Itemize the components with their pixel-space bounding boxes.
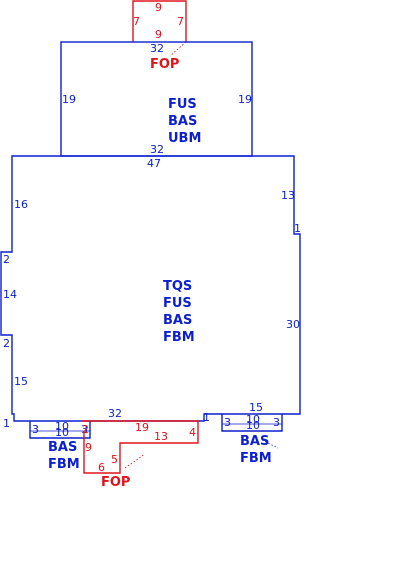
top-porch-outline: [132, 0, 187, 42]
top-porch-dim-left: 7: [133, 15, 140, 28]
left-bump-code-1: BAS: [48, 440, 77, 455]
upper-block-dim-left: 19: [62, 93, 76, 106]
right-bump-dim-right: 3: [273, 416, 280, 429]
bottom-porch-dim-step: 5: [111, 453, 118, 466]
main-block-dim-bottom-right-a: 15: [249, 401, 263, 414]
right-bump-code-1: BAS: [240, 434, 269, 449]
bottom-porch-dim-left: 9: [85, 441, 92, 454]
upper-block-code-3: UBM: [168, 131, 201, 146]
main-block-dim-top: 47: [147, 157, 161, 170]
main-block: 47 13 1 30 16 2 14 2 15 1 32 15 1 TQS FU…: [0, 155, 301, 430]
main-block-dim-left-mid: 14: [3, 288, 17, 301]
upper-block-code-2: BAS: [168, 114, 197, 129]
top-porch-label: FOP: [150, 57, 179, 72]
main-block-dim-bottom: 32: [108, 407, 122, 420]
main-block-dim-left-jog-a: 2: [3, 253, 10, 266]
main-block-dim-left-lower: 15: [14, 375, 28, 388]
bottom-porch: 2 19 4 13 9 5 6 FOP: [82, 420, 199, 490]
main-block-code-1: TQS: [163, 279, 192, 294]
bottom-porch-label: FOP: [101, 475, 130, 490]
left-bump-dim-top: 10: [55, 420, 69, 433]
bottom-porch-dim-top: 19: [135, 421, 149, 434]
main-block-code-3: BAS: [163, 313, 192, 328]
right-bump-code-2: FBM: [240, 451, 272, 466]
main-block-dim-right-jog: 1: [294, 222, 301, 235]
top-porch-dim-top: 9: [155, 1, 162, 14]
right-bump-dim-left: 3: [224, 416, 231, 429]
right-bump-dim-top: 10: [246, 413, 260, 426]
right-bump-leader: [261, 439, 279, 449]
top-porch-dim-right: 7: [177, 15, 184, 28]
bottom-porch-dim-bottom: 6: [98, 461, 105, 474]
main-block-code-2: FUS: [163, 296, 192, 311]
upper-block-code-1: FUS: [168, 97, 197, 112]
bottom-porch-dim-inner: 13: [154, 430, 168, 443]
bottom-porch-leader: [124, 453, 146, 469]
upper-block-dim-top: 32: [150, 42, 164, 55]
main-block-dim-bottom-left-jog: 1: [3, 417, 10, 430]
bottom-porch-dim-right: 4: [189, 426, 196, 439]
left-bump-dim-bottom: 10: [55, 426, 69, 439]
upper-block-dim-right: 19: [238, 93, 252, 106]
left-bump-dim-left: 3: [32, 423, 39, 436]
top-porch-leader: [169, 41, 187, 57]
left-bump-code-2: FBM: [48, 457, 80, 472]
left-bump-dim-right: 3: [81, 423, 88, 436]
main-block-dim-right: 30: [286, 318, 300, 331]
right-bump-outline: [221, 414, 283, 432]
left-bump-outline: [29, 421, 91, 439]
bottom-porch-dim-notch: 2: [82, 423, 89, 436]
top-porch-dim-bottom: 9: [155, 28, 162, 41]
main-block-dim-right-upper: 13: [281, 189, 295, 202]
main-block-dim-left-upper: 16: [14, 198, 28, 211]
bottom-porch-outline: [82, 420, 199, 474]
top-porch: 9 7 7 9 FOP: [132, 0, 187, 72]
right-bump-dim-bottom: 10: [246, 419, 260, 432]
left-bump: 3 10 10 3 BAS FBM: [29, 420, 91, 472]
right-bump: 3 10 10 3 BAS FBM: [221, 413, 283, 466]
main-block-outline: [0, 155, 301, 422]
upper-block-dim-bottom: 32: [150, 143, 164, 156]
main-block-dim-bottom-right-jog: 1: [203, 411, 210, 424]
main-block-dim-left-jog-b: 2: [3, 337, 10, 350]
main-block-code-4: FBM: [163, 330, 195, 345]
